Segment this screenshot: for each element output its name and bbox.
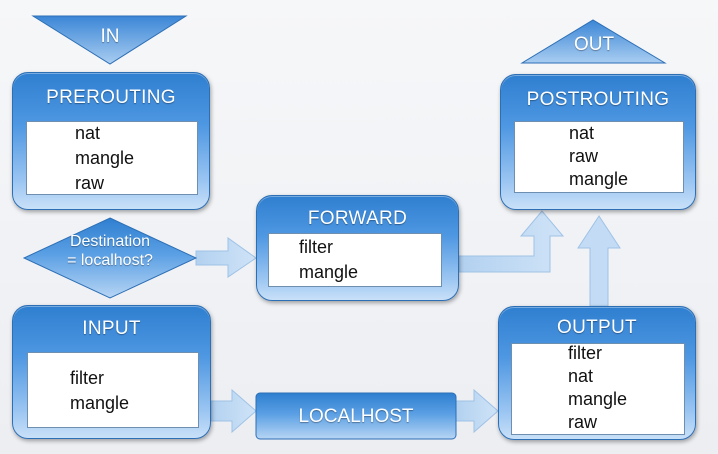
chain-forward-title: FORWARD bbox=[307, 208, 408, 229]
arrow-output-to-postrouting bbox=[577, 215, 621, 307]
chain-postrouting: POSTROUTING nat raw mangle bbox=[500, 74, 696, 210]
arrow-localhost-to-output bbox=[455, 388, 499, 434]
table-item: mangle bbox=[568, 389, 628, 409]
chain-output: OUTPUT filter nat mangle raw bbox=[498, 306, 696, 440]
in-label: IN bbox=[100, 26, 120, 47]
table-item: filter bbox=[568, 343, 603, 363]
chain-postrouting-title: POSTROUTING bbox=[526, 89, 670, 110]
table-item: raw bbox=[569, 146, 599, 166]
chain-input-title: INPUT bbox=[82, 318, 141, 339]
chain-input-tables: filter mangle bbox=[27, 352, 199, 428]
chain-output-title: OUTPUT bbox=[557, 317, 637, 338]
chain-postrouting-tables: nat raw mangle bbox=[514, 121, 684, 193]
decision-line-1: Destination bbox=[69, 233, 151, 250]
decision-diamond-shape bbox=[22, 217, 198, 299]
chain-forward-tables: filter mangle bbox=[268, 233, 442, 287]
table-item: nat bbox=[568, 366, 594, 386]
arrow-forward-to-postrouting bbox=[458, 210, 565, 273]
chain-input: INPUT filter mangle bbox=[12, 305, 211, 439]
decision-line-2: = localhost? bbox=[67, 252, 153, 269]
decision-label: Destination = localhost? bbox=[40, 232, 180, 270]
table-item: nat bbox=[569, 123, 595, 143]
chain-prerouting-title: PREROUTING bbox=[46, 87, 176, 108]
table-item: filter bbox=[70, 368, 105, 388]
table-item: filter bbox=[299, 237, 334, 257]
table-item: raw bbox=[75, 173, 105, 193]
out-marker-shape bbox=[520, 19, 667, 64]
out-label: OUT bbox=[573, 34, 615, 55]
localhost-label: LOCALHOST bbox=[298, 406, 414, 427]
localhost-box-shape bbox=[255, 392, 457, 440]
table-item: mangle bbox=[75, 148, 135, 168]
table-item: raw bbox=[568, 412, 598, 432]
arrow-decision-to-forward bbox=[195, 237, 257, 278]
in-marker-shape bbox=[31, 15, 188, 65]
arrow-input-to-localhost bbox=[210, 388, 257, 434]
chain-prerouting: PREROUTING nat mangle raw bbox=[12, 72, 210, 210]
table-item: mangle bbox=[569, 169, 629, 189]
chain-forward: FORWARD filter mangle bbox=[256, 195, 459, 301]
table-item: nat bbox=[75, 123, 101, 143]
table-item: mangle bbox=[299, 262, 359, 282]
table-item: mangle bbox=[70, 393, 130, 413]
chain-output-tables: filter nat mangle raw bbox=[511, 343, 685, 435]
chain-prerouting-tables: nat mangle raw bbox=[26, 121, 198, 195]
